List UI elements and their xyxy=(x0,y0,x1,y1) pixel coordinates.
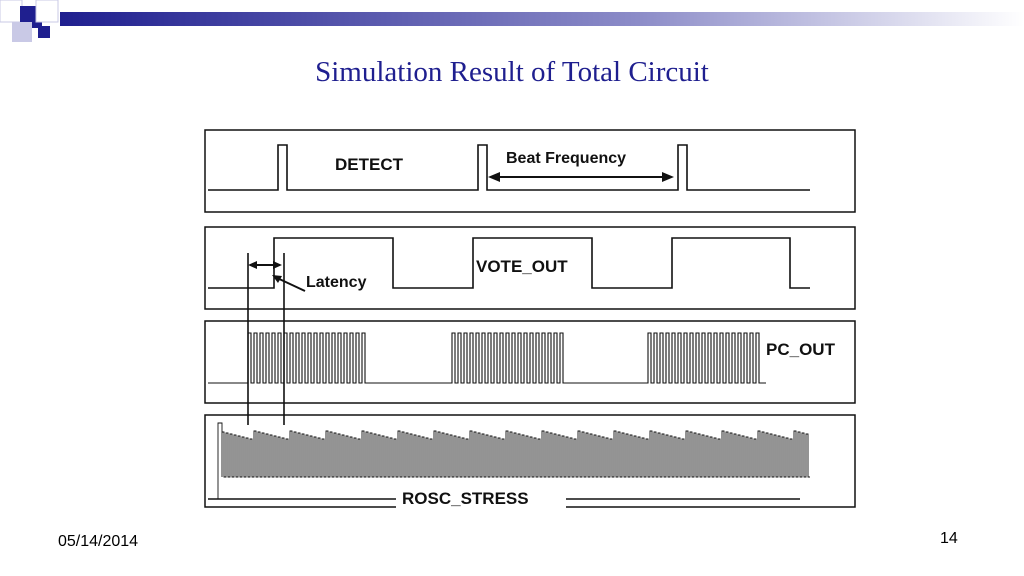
panel-vote-out xyxy=(204,226,856,310)
detect-label: DETECT xyxy=(335,155,404,174)
arrowhead-left xyxy=(248,261,257,269)
panel-pc-out xyxy=(204,320,856,404)
header-square xyxy=(38,26,50,38)
header-decoration xyxy=(0,0,1024,42)
vote-out-label: VOTE_OUT xyxy=(476,257,568,276)
header-gradient-bar xyxy=(60,12,1024,26)
pc-out-waveform xyxy=(208,332,766,384)
latency-label: Latency xyxy=(306,274,367,291)
rosc-stress-trace xyxy=(208,422,810,500)
panel-detect xyxy=(204,129,856,213)
rosc-stress-label: ROSC_STRESS xyxy=(402,489,529,508)
footer-date: 05/14/2014 xyxy=(58,533,139,550)
waveform-diagram: DETECT Beat Frequency VOTE_OUT Latency P… xyxy=(204,129,856,509)
header-square xyxy=(35,0,59,23)
slide-title: Simulation Result of Total Circuit xyxy=(315,56,709,88)
pc-out-trace xyxy=(208,332,766,384)
header-square xyxy=(12,22,32,42)
page-number: 14 xyxy=(940,530,958,547)
arrowhead-left xyxy=(488,172,500,182)
beat-frequency-label: Beat Frequency xyxy=(506,150,626,167)
pc-out-label: PC_OUT xyxy=(766,340,836,359)
rosc-label-background xyxy=(396,487,566,509)
arrowhead-right xyxy=(662,172,674,182)
arrowhead-right xyxy=(273,261,282,269)
vote-out-waveform xyxy=(208,237,810,289)
pointer-head xyxy=(272,275,282,283)
detect-waveform xyxy=(208,144,810,191)
header-square xyxy=(0,0,23,23)
